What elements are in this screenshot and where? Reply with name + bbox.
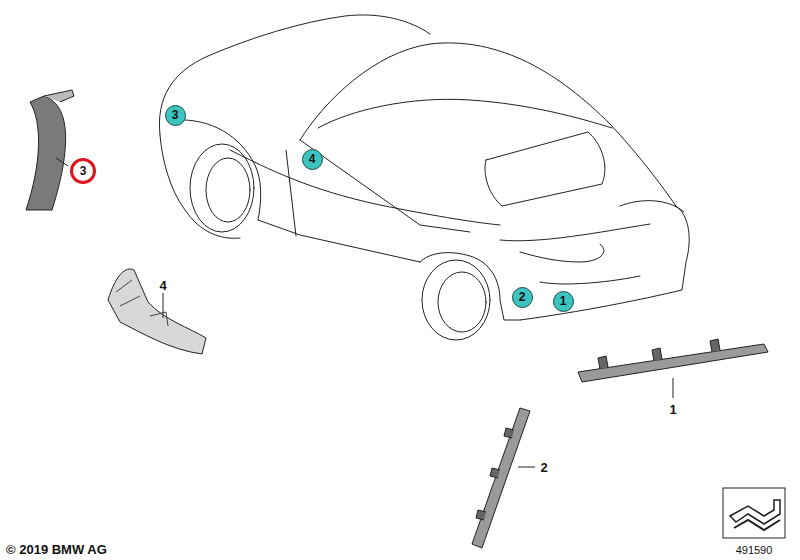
- leader-line: [518, 467, 535, 468]
- car-outline: [160, 135, 240, 238]
- front-wheel: [190, 144, 254, 232]
- callout-number: 4: [159, 279, 166, 292]
- rear-wheel: [438, 272, 486, 332]
- copyright-note: © 2019 BMW AG: [6, 543, 107, 556]
- callout-circle: 2: [512, 287, 533, 308]
- car-outline: [500, 224, 650, 241]
- car-outline: [520, 244, 604, 262]
- diagram-number: 491590: [736, 545, 773, 556]
- front-wheel: [206, 158, 250, 222]
- door-line: [300, 140, 470, 232]
- car-outline: [159, 15, 430, 135]
- callout-circle: 3: [70, 158, 96, 184]
- car-outline: [420, 253, 520, 320]
- corner-icon: [723, 488, 785, 538]
- door-line: [286, 150, 296, 236]
- callout-circle: 3: [165, 105, 186, 126]
- leader-line: [56, 158, 68, 166]
- car-outline: [620, 201, 684, 212]
- part-3-strip: [26, 90, 74, 210]
- car-outline: [318, 99, 612, 128]
- leader-line: [163, 293, 164, 318]
- callout-number: 1: [669, 403, 676, 416]
- callout-number: 2: [519, 291, 526, 303]
- car-outline: [258, 220, 420, 262]
- car-outline: [520, 206, 689, 320]
- callout-circle: 1: [553, 291, 574, 312]
- rear-wheel: [422, 260, 490, 340]
- leader-line: [673, 378, 674, 398]
- callout-number: 2: [540, 461, 547, 474]
- part-2-reflector: [472, 408, 530, 548]
- part-4-turn-signal: [108, 269, 206, 354]
- car-outline: [300, 43, 676, 206]
- callout-number: 1: [560, 295, 567, 307]
- callout-number: 3: [172, 109, 179, 121]
- callout-number: 4: [309, 153, 316, 165]
- rear-window: [485, 132, 605, 206]
- car-outline: [540, 276, 640, 284]
- part-1-reflector: [578, 339, 768, 382]
- callout-circle: 4: [302, 149, 323, 170]
- callout-number: 3: [80, 165, 87, 177]
- car-outline: [230, 150, 500, 225]
